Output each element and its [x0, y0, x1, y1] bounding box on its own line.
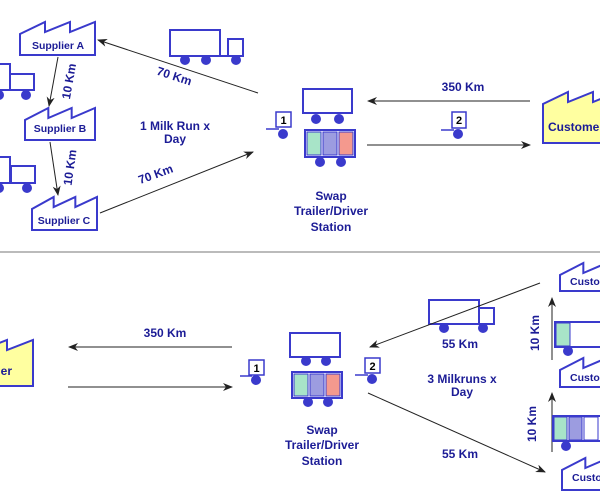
trailer-icon	[554, 321, 600, 356]
supplier-b-label: Supplier B	[34, 123, 87, 135]
supplier-c-factory	[31, 195, 98, 231]
loaded-trailer-icon	[304, 129, 356, 167]
driver-1-icon: 1	[240, 359, 265, 385]
route-arrow	[369, 282, 541, 348]
station-label: Station	[311, 220, 352, 234]
station-label: Swap	[315, 189, 346, 203]
svg-text:1: 1	[280, 115, 286, 127]
customer-factory	[561, 456, 600, 491]
distance-label: 350 Km	[144, 326, 187, 340]
distance-label: 10 Km	[528, 315, 542, 351]
customer-label: Customer	[572, 472, 600, 484]
customer-label: Customer	[570, 276, 600, 288]
supplier-b-factory	[24, 106, 96, 141]
customer-label: Customer	[570, 372, 600, 384]
supplier-a-factory	[19, 20, 96, 56]
distance-label: 70 Km	[136, 162, 175, 187]
top-scenario: Supplier A Supplier B Supplier C 70 Km 1…	[0, 20, 600, 234]
customer-label: Customer	[548, 120, 600, 134]
frequency-label: 1 Milk Run x	[140, 119, 210, 133]
station-label: Station	[302, 454, 343, 468]
supplier-c-label: Supplier C	[38, 215, 91, 227]
driver-1-icon: 1	[266, 111, 292, 139]
distance-label: 10 Km	[59, 62, 79, 100]
svg-text:2: 2	[456, 115, 462, 127]
truck-icon	[169, 29, 244, 65]
truck-icon	[428, 299, 495, 333]
trailer-icon	[552, 415, 600, 451]
customer-factory	[542, 90, 600, 144]
supplier-a-label: Supplier A	[32, 40, 85, 52]
driver-2-icon: 2	[441, 111, 467, 139]
distance-label: 350 Km	[442, 80, 485, 94]
driver-2-icon: 2	[355, 357, 381, 384]
supplier-label: Supplier	[0, 364, 12, 378]
distance-label: 10 Km	[525, 406, 539, 442]
station-label: Trailer/Driver	[294, 204, 368, 218]
svg-text:2: 2	[369, 361, 375, 373]
route-arrow	[97, 39, 259, 94]
truck-icon	[0, 156, 36, 193]
distance-label: 55 Km	[442, 337, 478, 351]
svg-text:1: 1	[253, 363, 259, 375]
frequency-label: Day	[164, 132, 186, 146]
empty-trailer-icon	[289, 332, 341, 366]
frequency-label: Day	[451, 385, 473, 399]
route-arrow	[367, 392, 546, 473]
customer-factory	[559, 356, 600, 388]
station-label: Trailer/Driver	[285, 438, 359, 452]
customer-factory	[559, 261, 600, 292]
distance-label: 55 Km	[442, 447, 478, 461]
truck-icon	[0, 63, 35, 100]
distance-label: 10 Km	[61, 149, 80, 187]
route-arrow	[49, 141, 61, 196]
distance-label: 70 Km	[155, 64, 194, 88]
supplier-factory	[0, 338, 34, 387]
frequency-label: 3 Milkruns x	[427, 372, 497, 386]
empty-trailer-icon	[302, 88, 353, 124]
route-arrow	[99, 151, 254, 214]
route-arrow	[46, 56, 59, 107]
station-label: Swap	[306, 423, 337, 437]
bottom-scenario: Supplier 350 Km 1 Swap Trailer/Driver St…	[0, 261, 600, 491]
loaded-trailer-icon	[291, 371, 343, 407]
